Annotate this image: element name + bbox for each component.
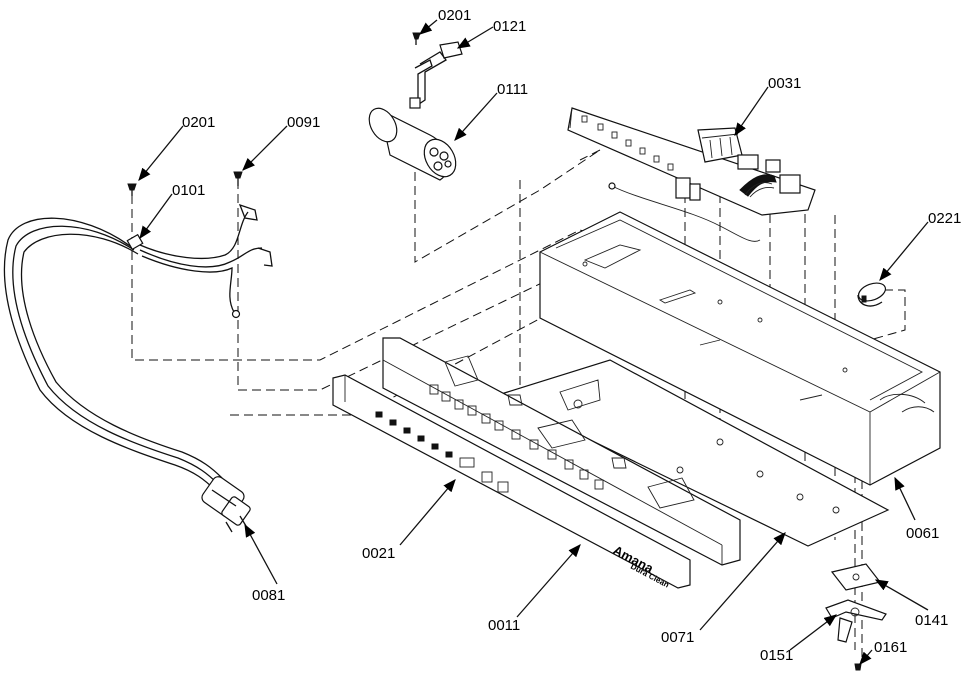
base-tray [539, 211, 941, 486]
label-0081: 0081 [252, 587, 285, 604]
label-0221: 0221 [928, 210, 961, 227]
screw-0201-top [412, 32, 421, 45]
shield-plate [496, 359, 890, 547]
label-0161: 0161 [874, 639, 907, 656]
label-0101: 0101 [172, 182, 205, 199]
control-console [382, 337, 741, 566]
label-0011: 0011 [488, 617, 520, 634]
screw-0091 [233, 171, 243, 186]
pivot-0151 [825, 599, 887, 643]
power-cord [3, 217, 251, 533]
label-0021: 0021 [362, 545, 395, 562]
clip-0221 [857, 282, 887, 307]
screw-0201-left [127, 183, 137, 196]
control-board [567, 107, 816, 242]
label-0201-top: 0201 [438, 7, 471, 24]
label-0091: 0091 [287, 114, 320, 131]
wire-harness [126, 203, 273, 319]
capacitor [368, 107, 457, 181]
plate-0141 [830, 563, 882, 591]
label-0031: 0031 [768, 75, 801, 92]
label-0151: 0151 [760, 647, 793, 664]
label-0061: 0061 [906, 525, 939, 542]
leader-lines [138, 19, 929, 665]
label-0201-left: 0201 [182, 114, 215, 131]
label-0111: 0111 [497, 81, 528, 98]
label-0071: 0071 [661, 629, 694, 646]
capacitor-strap [409, 41, 463, 109]
label-0121: 0121 [493, 18, 526, 35]
part-labels: 0201 0121 0111 0031 0201 0091 0101 0221 … [172, 7, 961, 664]
label-0141: 0141 [915, 612, 948, 629]
screw-0161 [854, 663, 862, 671]
